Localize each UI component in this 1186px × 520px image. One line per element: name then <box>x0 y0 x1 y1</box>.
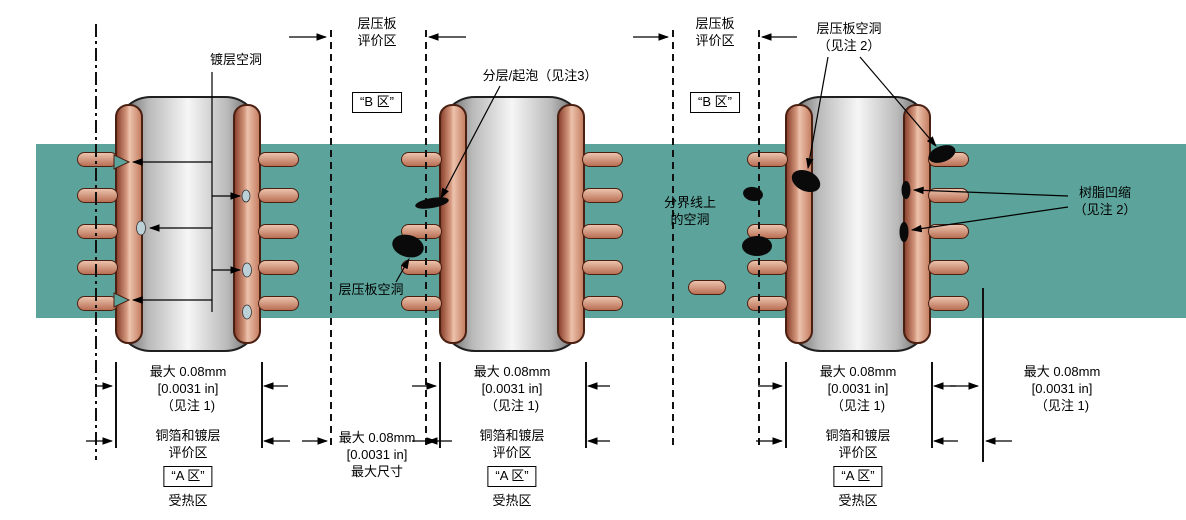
leader-arrow <box>806 56 829 170</box>
label-heated-zone: 受热区 <box>168 493 208 508</box>
zone-b-box: “B 区” <box>352 92 402 113</box>
boundary-void-defect <box>743 186 763 202</box>
copper-rib <box>747 224 788 239</box>
copper-rib <box>258 260 299 275</box>
laminate-void-defect <box>791 169 821 193</box>
plating-notch <box>113 292 131 308</box>
copper-rib <box>258 296 299 311</box>
copper-rib <box>258 224 299 239</box>
label-laminate-eval-zone: 层压板 评价区 <box>695 16 735 48</box>
barrel-wall-right <box>233 104 261 344</box>
label-max-0-08mm-note1: 最大 0.08mm [0.0031 in] （见注 1) <box>1023 364 1101 413</box>
dimension-tick <box>439 362 441 448</box>
label-delamination-blister: 分层/起泡（见注3） <box>482 68 598 83</box>
zone-boundary-line <box>982 288 984 462</box>
zone-boundary-line <box>330 30 332 445</box>
copper-rib <box>747 152 788 167</box>
barrel-wall-right <box>557 104 585 344</box>
copper-rib <box>688 280 726 295</box>
label-boundary-void: 分界线上 的空洞 <box>663 195 717 227</box>
delamination-blister-defect <box>415 197 449 209</box>
label-foil-plating-eval-zone: 铜箔和镀层 评价区 <box>155 428 221 460</box>
copper-rib <box>77 188 118 203</box>
zone-boundary-line <box>425 30 427 445</box>
copper-rib <box>582 188 623 203</box>
laminate-void-defect <box>392 234 424 258</box>
zone-b-box: “B 区” <box>690 92 740 113</box>
copper-rib <box>928 296 969 311</box>
copper-rib <box>401 296 442 311</box>
dimension-tick <box>785 362 787 448</box>
label-heated-zone: 受热区 <box>492 493 532 508</box>
label-max-0-08mm-note1: 最大 0.08mm [0.0031 in] （见注 1) <box>149 364 227 413</box>
plating-void-mark <box>241 189 251 203</box>
copper-rib <box>258 188 299 203</box>
leader-arrow <box>910 206 1069 233</box>
dimension-tick <box>115 362 117 448</box>
dimension-tick <box>261 362 263 448</box>
boundary-void-defect <box>742 236 772 256</box>
copper-rib <box>582 224 623 239</box>
barrel-wall-left <box>439 104 467 344</box>
label-max-0-08mm-note1: 最大 0.08mm [0.0031 in] （见注 1) <box>473 364 551 413</box>
copper-rib <box>401 152 442 167</box>
label-laminate-void-note2: 层压板空洞 （见注 2） <box>816 21 882 53</box>
leader-arrow <box>395 258 410 283</box>
plating-void-mark <box>242 262 252 278</box>
dimension-tick <box>931 362 933 448</box>
dimension-tick <box>585 362 587 448</box>
label-resin-recession: 树脂凹缩 （见注 2） <box>1073 185 1137 217</box>
zone-boundary-line <box>672 30 674 445</box>
label-heated-zone: 受热区 <box>838 493 878 508</box>
zone-a-box: “A 区” <box>833 466 883 487</box>
copper-rib <box>77 260 118 275</box>
label-plating-void: 镀层空洞 <box>209 52 263 67</box>
copper-rib <box>747 260 788 275</box>
copper-rib <box>582 260 623 275</box>
copper-rib <box>582 296 623 311</box>
copper-rib <box>258 152 299 167</box>
copper-rib <box>928 260 969 275</box>
label-foil-plating-eval-zone: 铜箔和镀层 评价区 <box>479 428 545 460</box>
label-laminate-void: 层压板空洞 <box>338 282 404 297</box>
barrel-wall-right <box>903 104 931 344</box>
zone-a-box: “A 区” <box>163 466 213 487</box>
zone-a-box: “A 区” <box>487 466 537 487</box>
plating-notch <box>113 154 131 170</box>
laminate-void-defect <box>928 145 956 163</box>
resin-recession-defect <box>901 181 911 199</box>
plating-void-mark <box>136 220 146 236</box>
leader-arrow <box>440 85 501 199</box>
label-max-0-08mm-size: 最大 0.08mm [0.0031 in] 最大尺寸 <box>338 430 416 479</box>
copper-rib <box>747 296 788 311</box>
zone-boundary-line <box>95 24 97 460</box>
leader-arrow <box>859 56 937 147</box>
plating-void-mark <box>242 304 252 320</box>
label-laminate-eval-zone: 层压板 评价区 <box>357 16 397 48</box>
copper-rib <box>582 152 623 167</box>
copper-rib <box>77 224 118 239</box>
resin-recession-defect <box>899 222 909 242</box>
label-max-0-08mm-note1: 最大 0.08mm [0.0031 in] （见注 1) <box>819 364 897 413</box>
barrel-wall-left <box>785 104 813 344</box>
copper-rib <box>401 224 442 239</box>
label-foil-plating-eval-zone: 铜箔和镀层 评价区 <box>825 428 891 460</box>
leader-arrow <box>912 186 1069 197</box>
